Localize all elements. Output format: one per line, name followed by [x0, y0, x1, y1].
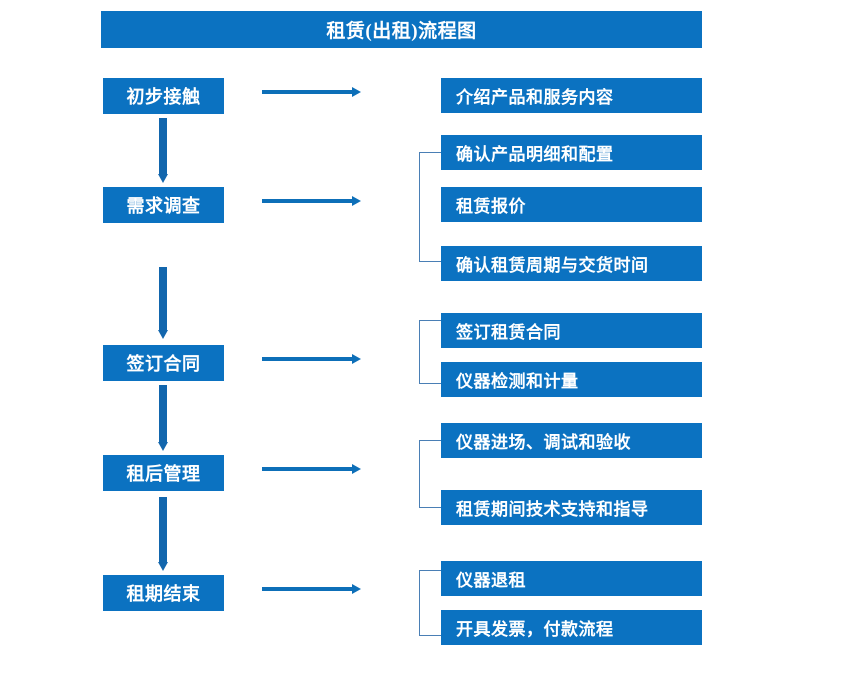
arrow-head — [158, 442, 168, 451]
detail-box-4-2[interactable]: 租赁期间技术支持和指导 — [441, 490, 702, 525]
detail-box-4-1[interactable]: 仪器进场、调试和验收 — [441, 423, 702, 458]
arrow-head — [352, 584, 361, 594]
flowchart-title: 租赁(出租)流程图 — [101, 11, 702, 48]
arrow-right-4 — [262, 464, 361, 474]
arrow-down-2 — [158, 267, 168, 339]
arrow-head — [352, 354, 361, 364]
arrow-right-5 — [262, 584, 361, 594]
arrow-head — [352, 464, 361, 474]
stage-box-2[interactable]: 需求调查 — [103, 187, 224, 223]
arrow-shaft — [159, 118, 167, 174]
detail-box-2-2[interactable]: 租赁报价 — [441, 187, 702, 222]
group-bracket-2 — [419, 152, 441, 262]
arrow-head — [158, 562, 168, 571]
detail-box-2-1[interactable]: 确认产品明细和配置 — [441, 135, 702, 170]
detail-box-3-2[interactable]: 仪器检测和计量 — [441, 362, 702, 397]
arrow-shaft — [262, 357, 353, 361]
stage-box-1[interactable]: 初步接触 — [103, 78, 224, 114]
detail-box-1-1[interactable]: 介绍产品和服务内容 — [441, 78, 702, 113]
arrow-right-3 — [262, 354, 361, 364]
arrow-shaft — [159, 267, 167, 330]
detail-box-3-1[interactable]: 签订租赁合同 — [441, 313, 702, 348]
group-bracket-5 — [419, 570, 441, 636]
detail-box-2-3[interactable]: 确认租赁周期与交货时间 — [441, 246, 702, 281]
group-bracket-4 — [419, 440, 441, 508]
arrow-down-3 — [158, 385, 168, 451]
arrow-shaft — [159, 385, 167, 442]
arrow-shaft — [262, 90, 353, 94]
arrow-shaft — [262, 467, 353, 471]
stage-box-4[interactable]: 租后管理 — [103, 455, 224, 491]
group-bracket-3 — [419, 320, 441, 384]
arrow-right-2 — [262, 196, 361, 206]
arrow-down-4 — [158, 497, 168, 571]
arrow-head — [352, 196, 361, 206]
arrow-head — [158, 174, 168, 183]
detail-box-5-2[interactable]: 开具发票，付款流程 — [441, 610, 702, 645]
detail-box-5-1[interactable]: 仪器退租 — [441, 561, 702, 596]
stage-box-5[interactable]: 租期结束 — [103, 575, 224, 611]
arrow-down-1 — [158, 118, 168, 183]
arrow-shaft — [159, 497, 167, 562]
arrow-head — [158, 330, 168, 339]
arrow-right-1 — [262, 87, 361, 97]
arrow-shaft — [262, 199, 353, 203]
stage-box-3[interactable]: 签订合同 — [103, 345, 224, 381]
arrow-head — [352, 87, 361, 97]
arrow-shaft — [262, 587, 353, 591]
